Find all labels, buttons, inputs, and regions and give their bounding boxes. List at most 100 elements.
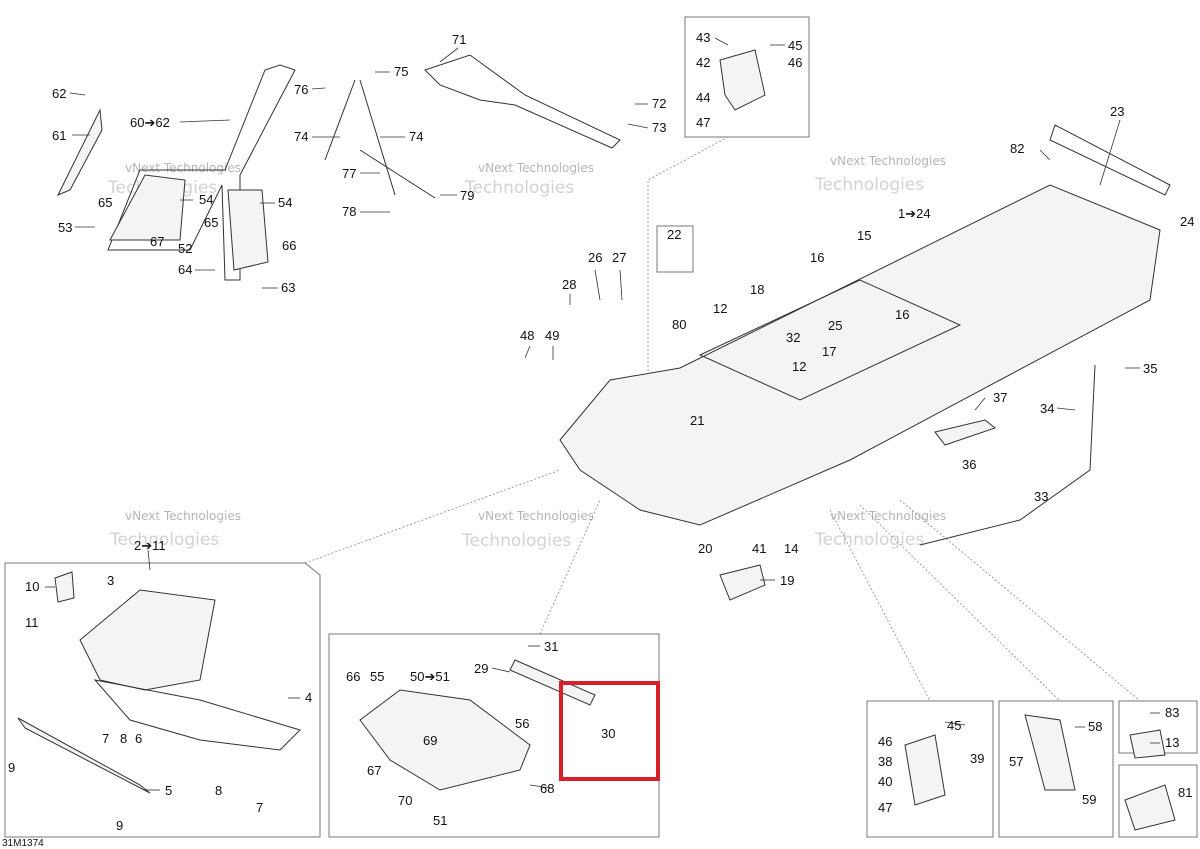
part-2-base [93,679,301,751]
callout-73: 73 [652,120,666,135]
callout-22: 22 [667,227,681,242]
part-13-block [1129,729,1166,759]
callout-63: 63 [281,280,295,295]
callout-48: 48 [520,328,534,343]
callout-37: 37 [993,390,1007,405]
part-19-bracket [719,564,766,601]
callout-15: 15 [857,228,871,243]
callout-64: 64 [178,262,192,277]
callout-9: 9 [116,818,123,833]
callout-59: 59 [1082,792,1096,807]
callout-27: 27 [612,250,626,265]
part-sketches [17,49,1176,831]
inset-box-bracket-left [866,700,994,838]
inset-box-top [684,16,810,138]
callout-66: 66 [282,238,296,253]
highlight-box [559,681,660,781]
reference-lines [304,136,1141,702]
callout-9: 9 [8,760,15,775]
watermark-text: vNext Technologies [125,509,241,523]
watermark-text: Technologies [464,178,574,198]
callout-26: 26 [588,250,602,265]
callout-2-11: 2➔11 [134,538,166,553]
watermark-text: Technologies [814,175,924,195]
part-61 [56,108,103,196]
part-3-frame [79,589,216,691]
callout-38: 38 [878,754,892,769]
callout-54: 54 [278,195,292,210]
callout-46: 46 [788,55,802,70]
callout-25: 25 [828,318,842,333]
watermark-text: vNext Technologies [478,509,594,523]
callout-17: 17 [822,344,836,359]
callout-35: 35 [1143,361,1157,376]
callout-20: 20 [698,541,712,556]
leader-lines [45,37,1160,791]
callout-78: 78 [342,204,356,219]
callout-45: 45 [947,718,961,733]
callout-24: 24 [1180,214,1194,229]
callout-49: 49 [545,328,559,343]
callout-7: 7 [102,731,109,746]
callout-5: 5 [165,783,172,798]
callout-41: 41 [752,541,766,556]
callout-76: 76 [294,82,308,97]
callout-7: 7 [256,800,263,815]
callout-51: 51 [433,813,447,828]
callout-40: 40 [878,774,892,789]
callout-labels: 71 72 73 75 76 74 74 77 78 79 62 61 60➔6… [8,30,1194,833]
callout-36: 36 [962,457,976,472]
callout-74: 74 [409,129,423,144]
part-74-rods [324,79,436,199]
callout-65: 65 [98,195,112,210]
callout-60-62: 60➔62 [130,115,170,130]
callout-10: 10 [25,579,39,594]
part-81-plate [1124,784,1176,831]
callout-56: 56 [515,716,529,731]
callout-68: 68 [540,781,554,796]
callout-12: 12 [792,359,806,374]
callout-52: 52 [178,241,192,256]
part-38-bracket [904,734,946,806]
part-42-bracket [719,49,766,111]
callout-19: 19 [780,573,794,588]
callout-12: 12 [713,301,727,316]
watermark-text: Technologies [461,531,571,551]
watermark-text: Technologies [109,530,219,550]
callout-14: 14 [784,541,798,556]
callout-1-24: 1➔24 [898,206,931,221]
callout-13: 13 [1165,735,1179,750]
part-5-strip [17,717,151,794]
callout-21: 21 [690,413,704,428]
watermark-text: vNext Technologies [125,161,241,175]
callout-46: 46 [878,734,892,749]
callout-16: 16 [810,250,824,265]
callout-79: 79 [460,188,474,203]
callout-71: 71 [452,32,466,47]
callout-54: 54 [199,192,213,207]
part-71 [424,54,621,149]
callout-81: 81 [1178,785,1192,800]
callout-3: 3 [107,573,114,588]
callout-42: 42 [696,55,710,70]
callout-32: 32 [786,330,800,345]
part-main-tunnel [559,184,1161,526]
part-60 [107,64,296,281]
part-23-rail [1049,124,1171,196]
callout-55: 55 [370,669,384,684]
part-57-bracket [1024,714,1076,791]
callout-6: 6 [135,731,142,746]
callout-33: 33 [1034,489,1048,504]
callout-69: 69 [423,733,437,748]
callout-8: 8 [120,731,127,746]
part-36-plate [934,419,997,446]
callout-72: 72 [652,96,666,111]
callout-66: 66 [346,669,360,684]
callout-47: 47 [878,800,892,815]
callout-61: 61 [52,128,66,143]
callout-83: 83 [1165,705,1179,720]
inset-box-bracket-mid [998,700,1114,838]
callout-11: 11 [25,615,39,630]
callout-4: 4 [305,690,312,705]
